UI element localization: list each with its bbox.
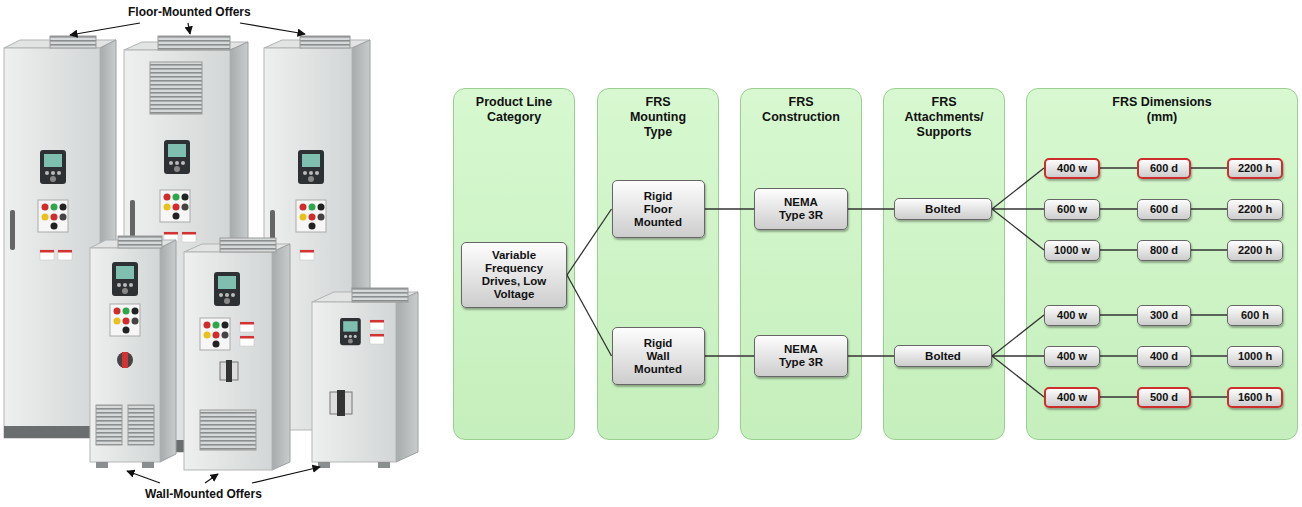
option-box: NEMA Type 3R (754, 335, 848, 377)
dimension-box: 2200 h (1227, 199, 1283, 220)
dimension-box: 600 d (1137, 199, 1191, 220)
tree-connector (1100, 249, 1137, 250)
option-text: NEMA Type 3R (774, 196, 828, 222)
option-text: 400 w (1057, 162, 1087, 175)
category-column: Product Line CategoryVariable Frequency … (453, 88, 575, 440)
dimension-box: 600 d (1137, 158, 1191, 179)
category-column: FRS ConstructionNEMA Type 3R NEMA Type 3R (740, 88, 862, 440)
dimension-box: 2200 h (1227, 158, 1283, 179)
tree-connector (992, 209, 1044, 250)
option-text: 400 w (1057, 309, 1087, 322)
wall-cabinet (312, 288, 418, 468)
dimension-box: 500 d (1137, 387, 1191, 408)
wall-cabinet (90, 236, 176, 468)
tree-connector (992, 208, 1044, 209)
category-column: FRS Mounting TypeRigid Floor MountedRigi… (597, 88, 719, 440)
dimension-box: 400 d (1137, 346, 1191, 367)
option-text: 2200 h (1238, 203, 1272, 216)
tree-connector (1100, 396, 1137, 397)
category-column: FRS Attachments/ SupportsBoltedBolted (883, 88, 1005, 440)
tree-connector (705, 355, 755, 356)
option-text: 600 h (1241, 309, 1269, 322)
column-heading: FRS Dimensions (mm) (1107, 95, 1217, 125)
tree-connector (1100, 355, 1137, 356)
tree-connector (1100, 208, 1137, 209)
tree-connector (1191, 355, 1227, 356)
option-text: 1000 h (1238, 350, 1272, 363)
wall-cabinet (184, 238, 290, 470)
option-text: 600 d (1150, 162, 1178, 175)
tree-connector (992, 356, 1044, 397)
option-text: 300 d (1150, 309, 1178, 322)
option-text: 500 d (1150, 391, 1178, 404)
option-box: Rigid Floor Mounted (612, 180, 705, 238)
option-box: Bolted (894, 198, 992, 220)
tree-connector (1191, 249, 1227, 250)
option-text: 1000 w (1054, 244, 1090, 257)
dimension-box: 400 w (1044, 346, 1100, 367)
column-heading: FRS Mounting Type (618, 95, 698, 140)
dimension-box: 300 d (1137, 305, 1191, 326)
tree-connector (705, 208, 755, 209)
dimension-box: 400 w (1044, 158, 1100, 179)
tree-connector (1191, 167, 1227, 168)
option-text: 2200 h (1238, 162, 1272, 175)
option-text: 400 d (1150, 350, 1178, 363)
column-heading: FRS Attachments/ Supports (896, 95, 992, 140)
option-text: NEMA Type 3R (774, 343, 828, 369)
dimension-box: 2200 h (1227, 240, 1283, 261)
option-box: Bolted (894, 345, 992, 367)
option-text: 600 d (1150, 203, 1178, 216)
option-text: 1600 h (1238, 391, 1272, 404)
dimension-box: 400 w (1044, 387, 1100, 408)
tree-connector (848, 208, 894, 209)
tree-connector (992, 355, 1044, 356)
option-text: 600 w (1057, 203, 1087, 216)
option-text: 400 w (1057, 350, 1087, 363)
option-text: 800 d (1150, 244, 1178, 257)
option-text: Rigid Wall Mounted (631, 337, 685, 376)
dimension-box: 1000 h (1227, 346, 1283, 367)
option-text: 2200 h (1238, 244, 1272, 257)
option-text: 400 w (1057, 391, 1087, 404)
callout-label: Floor-Mounted Offers (128, 5, 251, 19)
category-column: FRS Dimensions (mm) 400 w 600 d 2200 h 600 w… (1026, 88, 1298, 440)
dimension-box: 600 h (1227, 305, 1283, 326)
tree-connector (1100, 167, 1137, 168)
option-box: Variable Frequency Drives, Low Voltage (461, 242, 567, 308)
dimension-box: 1000 w (1044, 240, 1100, 261)
dimension-box: 1600 h (1227, 387, 1283, 408)
tree-connector (992, 168, 1044, 209)
tree-connector (992, 315, 1044, 356)
option-text: Bolted (925, 203, 961, 216)
tree-connector (1191, 314, 1227, 315)
tree-connector (848, 355, 894, 356)
tree-connector (1191, 396, 1227, 397)
callout-label: Wall-Mounted Offers (145, 487, 262, 501)
option-text: Variable Frequency Drives, Low Voltage (477, 249, 551, 301)
option-box: NEMA Type 3R (754, 188, 848, 230)
option-text: Rigid Floor Mounted (631, 190, 685, 229)
option-text: Bolted (925, 350, 961, 363)
tree-connector (1191, 208, 1227, 209)
dimension-box: 400 w (1044, 305, 1100, 326)
tree-connector (567, 209, 612, 275)
column-heading: Product Line Category (466, 95, 562, 125)
leader-arrows (70, 23, 320, 483)
dimension-box: 800 d (1137, 240, 1191, 261)
column-heading: FRS Construction (753, 95, 849, 125)
tree-connector (567, 275, 612, 356)
tree-connector (1100, 314, 1137, 315)
option-box: Rigid Wall Mounted (612, 327, 705, 385)
dimension-box: 600 w (1044, 199, 1100, 220)
drive-cabinets-photo (0, 0, 430, 507)
